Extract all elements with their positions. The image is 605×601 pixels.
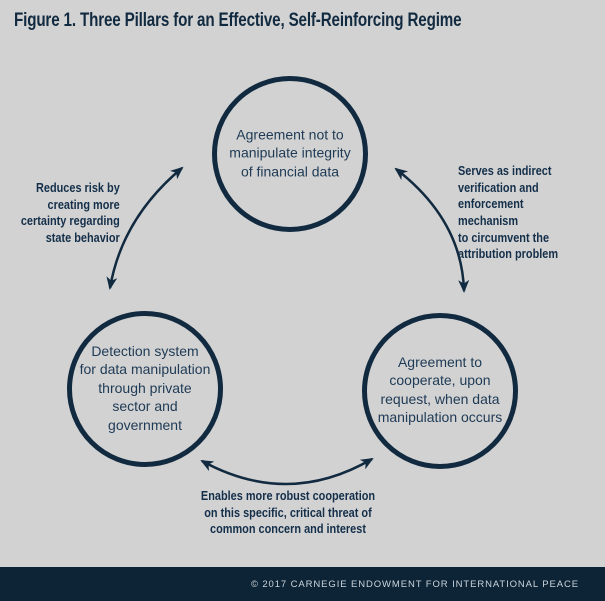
node-label-top: Agreement not to manipulate integrity of…: [229, 126, 351, 180]
arrow-bottom-edge: [200, 457, 374, 486]
arrow-right-edge: [394, 167, 470, 293]
footer-bar: © 2017 CARNEGIE ENDOWMENT FOR INTERNATIO…: [0, 567, 605, 601]
copyright-credit: © 2017 CARNEGIE ENDOWMENT FOR INTERNATIO…: [250, 578, 579, 590]
arrow-left-edge: [106, 166, 184, 290]
node-circle-top: [212, 76, 368, 232]
node-circle-bottom-right: [362, 313, 518, 469]
node-circle-bottom-left: [67, 311, 223, 467]
node-label-bottom-left: Detection system for data manipulation t…: [79, 342, 211, 433]
edge-label-right: Serves as indirect verification and enfo…: [458, 163, 559, 262]
figure-title: Figure 1. Three Pillars for an Effective…: [14, 10, 462, 31]
edge-label-left: Reduces risk by creating more certainty …: [21, 180, 120, 245]
node-label-bottom-right: Agreement to cooperate, upon request, wh…: [377, 354, 503, 426]
edge-label-bottom: Enables more robust cooperation on this …: [200, 488, 376, 537]
